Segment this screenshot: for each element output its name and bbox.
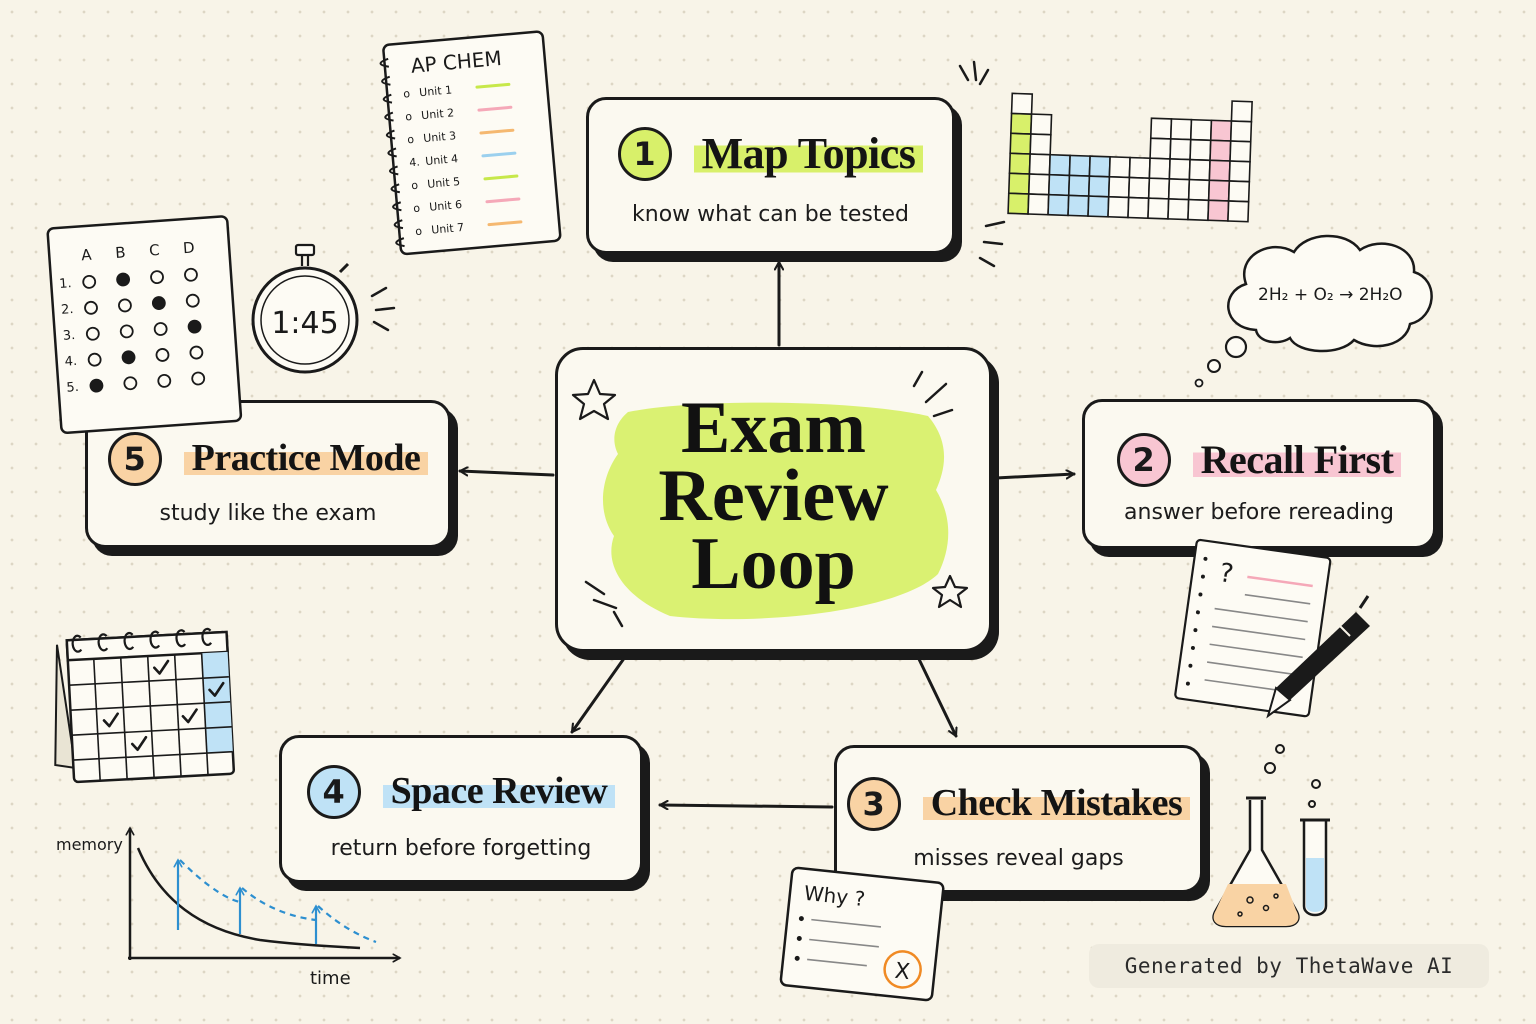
central-decorations — [571, 370, 969, 628]
central-highlight — [602, 402, 949, 620]
step-subtitle: study like the exam — [159, 501, 377, 526]
step-subtitle: misses reveal gaps — [913, 846, 1124, 871]
central-card: Exam Review Loop — [555, 347, 992, 652]
step-number-badge: 3 — [846, 777, 901, 831]
step-subtitle: return before forgetting — [330, 836, 592, 861]
arrow-step3-to-step4 — [658, 805, 834, 807]
central-title-line: Loop — [691, 523, 856, 605]
step-card-space-review: 4 Space Review return before forgetting — [279, 735, 643, 883]
sparkle-lines — [584, 370, 954, 628]
arrow-center-to-step2 — [994, 474, 1076, 480]
step-card-check-mistakes: 3 Check Mistakes misses reveal gaps — [834, 745, 1203, 893]
step-number-badge: 2 — [1116, 433, 1171, 487]
step-title: Map Topics — [693, 130, 924, 178]
step-title: Check Mistakes — [922, 783, 1191, 824]
central-title: Exam Review Loop — [558, 387, 989, 605]
step-title: Space Review — [382, 771, 616, 812]
step-subtitle: know what can be tested — [632, 202, 909, 227]
central-title-line: Exam — [681, 387, 866, 469]
step-title: Practice Mode — [183, 438, 429, 479]
arrow-center-to-step3 — [915, 653, 956, 738]
step-card-recall-first: 2 Recall First answer before rereading — [1082, 399, 1436, 549]
arrow-center-to-step4 — [570, 655, 627, 734]
credit-label: Generated by ThetaWave AI — [1089, 944, 1489, 988]
step-card-practice-mode: 5 Practice Mode study like the exam — [85, 400, 451, 548]
central-title-line: Review — [658, 455, 889, 537]
step-number-badge: 4 — [306, 765, 361, 819]
step-title: Recall First — [1192, 439, 1402, 481]
star-icon — [931, 574, 969, 609]
step-subtitle: answer before rereading — [1124, 500, 1394, 525]
step-number-badge: 5 — [107, 432, 162, 486]
star-icon — [571, 378, 617, 421]
arrow-center-to-step5 — [458, 471, 555, 477]
step-card-map-topics: 1 Map Topics know what can be tested — [586, 97, 955, 254]
step-number-badge: 1 — [617, 127, 672, 181]
